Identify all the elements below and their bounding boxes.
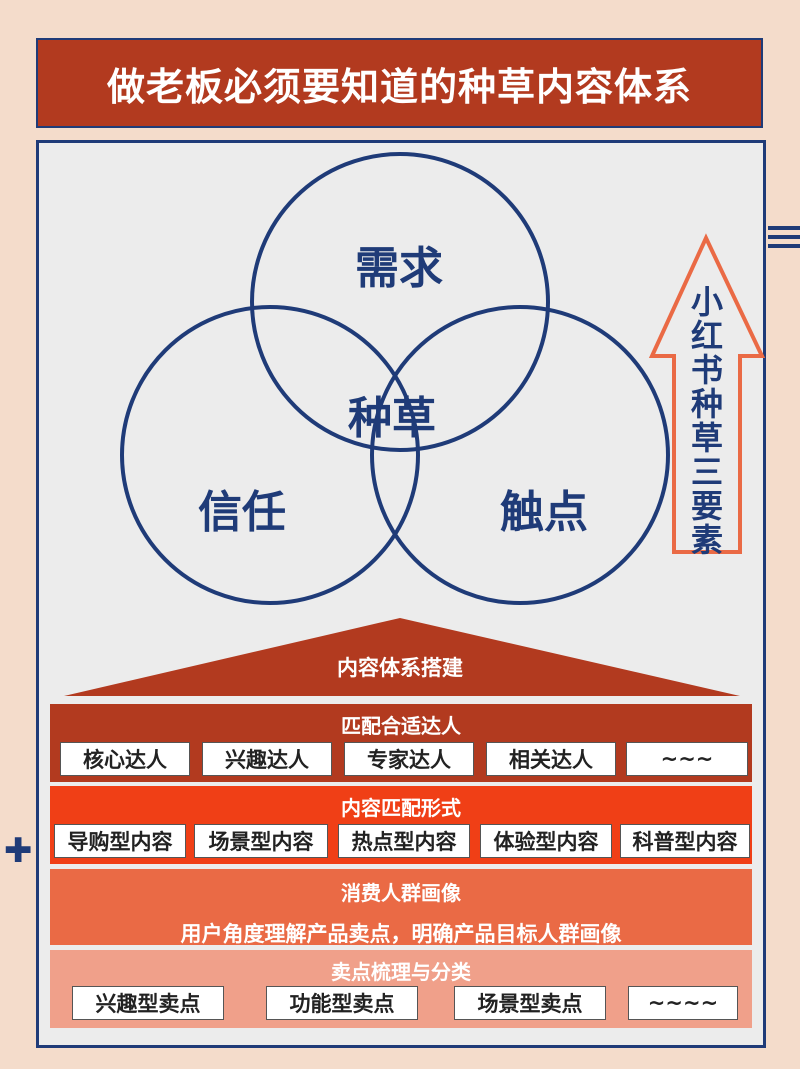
venn-label-touchpoint: 触点 — [500, 487, 588, 538]
section-title: 卖点梳理与分类 — [331, 960, 471, 984]
section-title: 内容匹配形式 — [341, 796, 461, 820]
chip: ~~~ — [626, 742, 748, 776]
section-influencers: 匹配合适达人 核心达人 兴趣达人 专家达人 相关达人 ~~~ — [50, 704, 752, 782]
chip: ~~~~ — [628, 986, 738, 1020]
venn-label-demand: 需求 — [355, 243, 443, 294]
roof-label: 内容体系搭建 — [337, 656, 463, 680]
title-banner: 做老板必须要知道的种草内容体系 — [36, 38, 763, 128]
chip-row: 导购型内容 场景型内容 热点型内容 体验型内容 科普型内容 — [50, 824, 752, 858]
chip: 体验型内容 — [480, 824, 612, 858]
venn-circle-top — [250, 152, 550, 452]
section-title: 消费人群画像 — [341, 881, 461, 905]
venn-label-center: 种草 — [348, 393, 436, 444]
chip: 场景型卖点 — [454, 986, 606, 1020]
section-selling-points: 卖点梳理与分类 兴趣型卖点 功能型卖点 场景型卖点 ~~~~ — [50, 950, 752, 1028]
chip: 核心达人 — [60, 742, 190, 776]
chip: 科普型内容 — [620, 824, 750, 858]
section-title: 匹配合适达人 — [341, 714, 461, 738]
section-subtitle: 用户角度理解产品卖点，明确产品目标人群画像 — [180, 922, 622, 946]
arrow-label: 小红书种草三要素 — [686, 285, 724, 557]
chip: 专家达人 — [344, 742, 474, 776]
section-content-forms: 内容匹配形式 导购型内容 场景型内容 热点型内容 体验型内容 科普型内容 — [50, 786, 752, 864]
venn-label-trust: 信任 — [198, 487, 286, 538]
chip-row: 核心达人 兴趣达人 专家达人 相关达人 ~~~ — [50, 742, 752, 776]
chip: 功能型卖点 — [266, 986, 418, 1020]
up-arrow-icon — [648, 233, 766, 554]
roof-shape — [64, 618, 740, 696]
chip-row: 兴趣型卖点 功能型卖点 场景型卖点 ~~~~ — [50, 986, 752, 1020]
chip: 场景型内容 — [194, 824, 328, 858]
venn-circle-right — [370, 305, 670, 605]
cross-icon: ✚ — [4, 831, 33, 871]
chip: 导购型内容 — [54, 824, 186, 858]
chip: 热点型内容 — [338, 824, 470, 858]
section-persona: 消费人群画像 用户角度理解产品卖点，明确产品目标人群画像 — [50, 869, 752, 946]
page-title: 做老板必须要知道的种草内容体系 — [106, 64, 692, 109]
chip: 兴趣达人 — [202, 742, 332, 776]
chip: 相关达人 — [486, 742, 616, 776]
triple-lines-icon — [768, 226, 800, 252]
venn-circle-left — [120, 305, 420, 605]
chip: 兴趣型卖点 — [72, 986, 224, 1020]
